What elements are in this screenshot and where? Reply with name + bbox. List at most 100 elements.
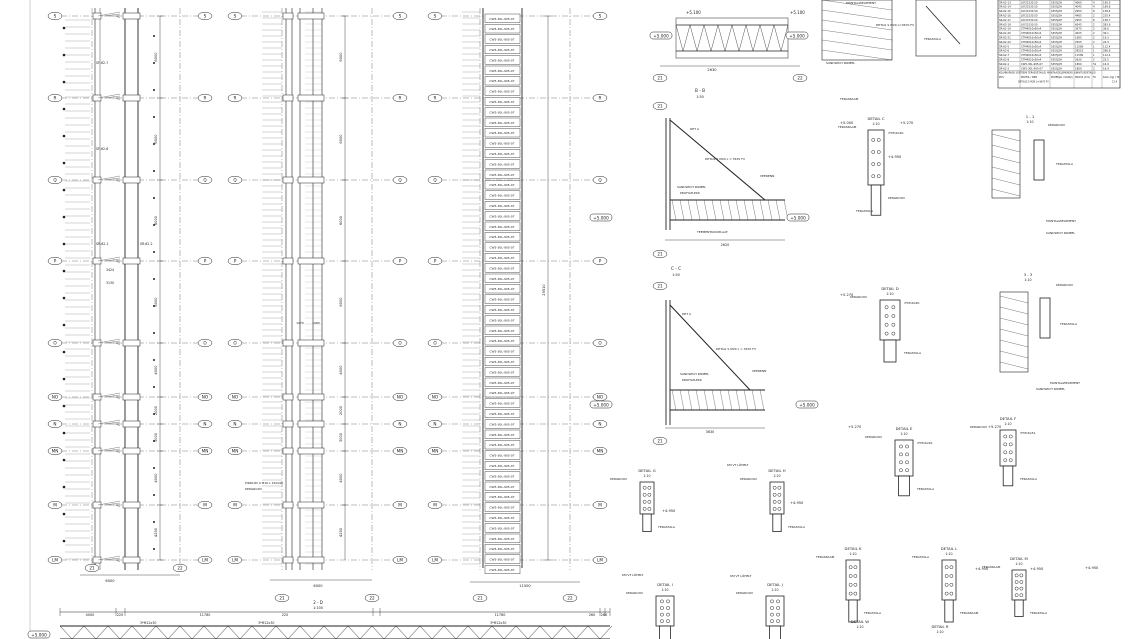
anchor-dot [153, 116, 155, 118]
axis-bubble [274, 593, 290, 603]
web [679, 199, 685, 221]
axis-label: N [53, 422, 56, 427]
axis-bubble [427, 175, 443, 185]
axis-bubble [427, 419, 443, 429]
grating-label: CW5-30L-905-07 [489, 318, 514, 322]
web [766, 24, 775, 52]
dim-text: 6000 [154, 297, 158, 307]
label: KERGROOV [850, 295, 868, 299]
grating-panel [484, 263, 521, 273]
label: TERASTALA [903, 351, 922, 355]
anchor-dot [153, 332, 155, 334]
label: TERASTALA [916, 487, 935, 491]
member-tag: SR-62-1 [96, 242, 109, 246]
grating-label: CW5-30L-905-07 [489, 370, 514, 374]
dim-text: 11780 [495, 613, 506, 617]
note: PIKIKUID 4 M16 L 150x90 [245, 481, 283, 485]
bolt [1003, 450, 1008, 455]
detail-title: DETAIL C [867, 116, 884, 121]
bolt [1019, 580, 1024, 584]
grating-label: CW5-30L-905-07 [489, 464, 514, 468]
table-cell: 2 [1093, 36, 1095, 40]
column-plate [122, 556, 141, 564]
connector [103, 502, 121, 506]
anchor-dot [153, 521, 155, 523]
axis-label: S [54, 14, 57, 19]
plate [765, 595, 785, 627]
web [287, 625, 301, 639]
column-plate [297, 339, 325, 347]
connector [103, 13, 121, 17]
label: PROFILPLEKK [682, 378, 703, 382]
detail-title: DETAIL G [638, 468, 655, 473]
web [711, 389, 717, 411]
bolt [1008, 434, 1013, 439]
grating-label: CW5-30L-905-07 [489, 443, 514, 447]
table-cell: 51 [1093, 62, 1097, 66]
axis-label: Q [233, 178, 237, 183]
web [751, 389, 757, 411]
bolt [848, 582, 853, 587]
column-plate [92, 447, 102, 455]
axis-label: M [598, 503, 602, 508]
axis-label: O [433, 341, 437, 346]
detail-scale: 1:10 [945, 552, 952, 556]
table-cell: S355J2H [1051, 27, 1062, 31]
grating-panel [484, 409, 521, 419]
table-cell: SR-62-17 [999, 18, 1011, 22]
grating-panel [484, 367, 521, 377]
axis-bubble [392, 338, 408, 348]
label: 3*M12x30 [490, 621, 506, 625]
bolt [647, 485, 652, 490]
grating-label: CW5-30L-905-07 [489, 152, 514, 156]
dim-text: 6000 [339, 215, 343, 225]
grating-panel [484, 200, 521, 210]
column-plate [92, 501, 102, 509]
plate-stem [898, 475, 910, 497]
axis-bubble [47, 446, 63, 456]
detail-title: DETAIL I [657, 582, 673, 587]
elev-tag [589, 400, 613, 409]
bolt [1008, 442, 1013, 447]
axis-label: P [204, 259, 207, 264]
label: KERGROOV [888, 196, 906, 200]
table-cell: S355J2H [1051, 5, 1062, 9]
column-plate [297, 94, 325, 102]
anchor-dot [153, 413, 155, 415]
connector [97, 392, 121, 398]
bolt [848, 591, 853, 596]
table-cell: LIP.21530.50 [1021, 0, 1038, 4]
web [759, 24, 768, 52]
axis-label: P [234, 259, 237, 264]
web [515, 625, 529, 639]
axis-bubble [592, 419, 608, 429]
grating-label: CW5-30L-905-07 [489, 246, 514, 250]
column-plate [122, 12, 141, 20]
table-cell: 1 [1093, 44, 1095, 48]
grating-panel [484, 346, 521, 356]
label: DETAIL S M20 L = 3670 FV [716, 347, 757, 351]
axis-label: MN [52, 449, 59, 454]
axis-bubble [427, 256, 443, 266]
anchor-dot [62, 26, 66, 30]
bolt [891, 314, 896, 318]
grating-panel [484, 13, 521, 23]
table-cell: 190.5 [1103, 0, 1111, 4]
grating-panel [484, 305, 521, 315]
axis-label: Q [598, 178, 602, 183]
bolt [1008, 458, 1013, 463]
column-plate [297, 257, 325, 265]
label: TERASRAAM [839, 97, 859, 101]
grating-label: CW5-30L-905-07 [489, 360, 514, 364]
dim-text: 6000 [339, 297, 343, 307]
plate [655, 595, 675, 627]
grating-label: CW5-30L-905-07 [489, 162, 514, 166]
table-cell: 283.6 [1103, 22, 1111, 26]
axis-bubble [197, 419, 213, 429]
dim-text: 11500 [519, 584, 531, 588]
bolt [1014, 593, 1019, 598]
elev-label: +5.270 [848, 425, 862, 429]
connector [97, 93, 121, 99]
